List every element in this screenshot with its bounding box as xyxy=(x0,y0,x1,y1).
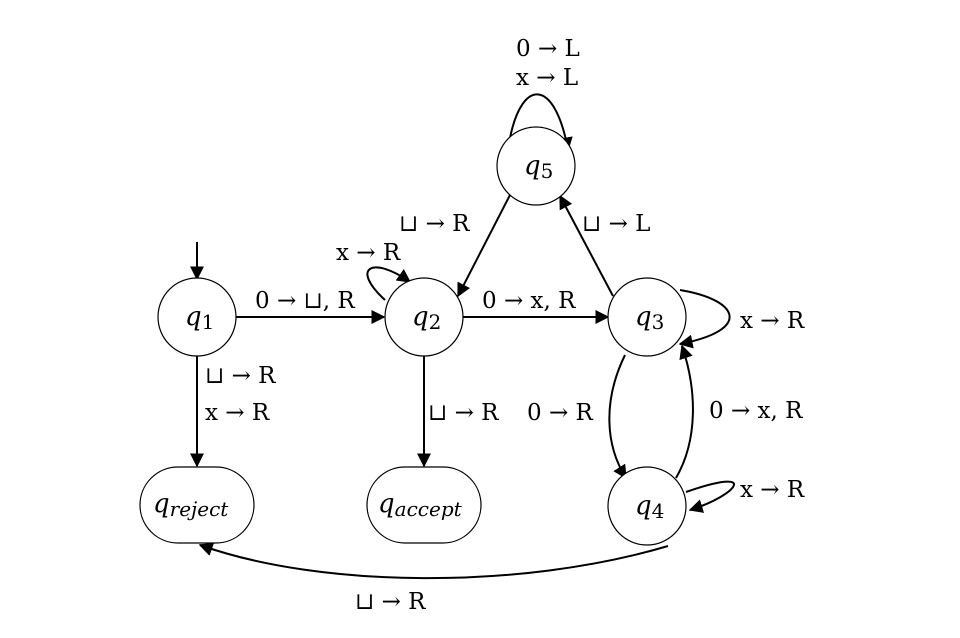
edge-q4-q3 xyxy=(675,344,694,479)
label-q1-reject-blank: ⊔ → R xyxy=(205,363,276,389)
edge-q2-loop xyxy=(366,266,412,301)
state-q4: q4 xyxy=(607,466,687,546)
label-q5-q2: ⊔ → R xyxy=(399,211,470,237)
svg-text:qaccept: qaccept xyxy=(378,489,463,521)
label-q2-accept: ⊔ → R xyxy=(428,400,499,426)
label-q3-loop: x → R xyxy=(740,308,805,334)
svg-text:q1: q1 xyxy=(185,302,214,334)
edge-q3-loop xyxy=(678,289,731,349)
state-q1: q1 xyxy=(157,277,237,357)
svg-text:q4: q4 xyxy=(635,491,664,523)
label-q1-reject-x: x → R xyxy=(205,400,270,426)
edge-q4-reject xyxy=(198,542,669,580)
label-q1-q2: 0 → ⊔, R xyxy=(255,288,355,314)
label-q2-q3: 0 → x, R xyxy=(482,288,576,314)
label-q5-loop-x: x → L xyxy=(516,65,578,91)
svg-text:q3: q3 xyxy=(635,302,664,334)
state-q2: q2 xyxy=(384,277,464,357)
label-q4-loop: x → R xyxy=(740,477,805,503)
svg-text:q5: q5 xyxy=(524,151,553,183)
edge-q5-loop xyxy=(509,93,573,152)
edge-q4-loop xyxy=(685,480,735,513)
state-q3: q3 xyxy=(607,277,687,357)
edge-q5-q2 xyxy=(457,194,511,298)
state-reject: qreject xyxy=(139,466,255,544)
label-q4-q3: 0 → x, R xyxy=(709,398,803,424)
state-q5: q5 xyxy=(496,126,576,206)
edge-q3-q4 xyxy=(608,354,627,480)
label-q5-loop-0: 0 → L xyxy=(516,36,580,62)
label-q3-q4: 0 → R xyxy=(527,400,594,426)
state-accept: qaccept xyxy=(366,466,482,544)
svg-text:q2: q2 xyxy=(412,302,441,334)
label-q4-reject: ⊔ → R xyxy=(355,589,426,615)
label-q3-q5: ⊔ → L xyxy=(582,211,650,237)
edge-q3-q5 xyxy=(559,194,614,297)
label-q2-loop: x → R xyxy=(336,240,401,266)
svg-text:qreject: qreject xyxy=(153,489,229,521)
